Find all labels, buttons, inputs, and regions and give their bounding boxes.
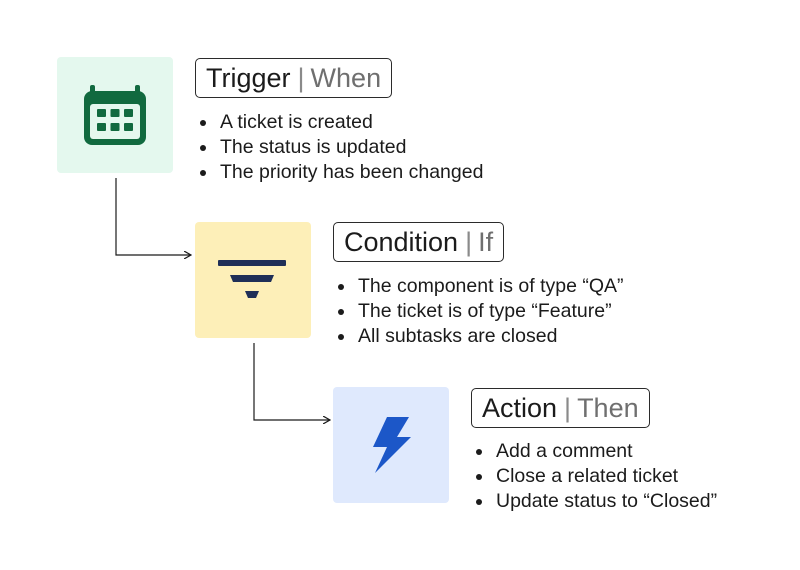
list-item: The status is updated (218, 135, 483, 160)
trigger-separator: | (297, 62, 305, 93)
condition-title: Condition (344, 226, 459, 257)
action-tile (333, 387, 449, 503)
condition-to-action-arrow (253, 343, 330, 420)
condition-subtitle: If (478, 226, 494, 257)
condition-item-list: The component is of type “QA” The ticket… (334, 274, 624, 349)
action-title-box: Action | Then (471, 388, 650, 428)
list-item: All subtasks are closed (356, 324, 624, 349)
list-item: The component is of type “QA” (356, 274, 624, 299)
trigger-title-box: Trigger | When (195, 58, 393, 98)
condition-title-box: Condition | If (333, 222, 505, 262)
calendar-icon (84, 85, 146, 145)
trigger-title: Trigger (206, 62, 291, 93)
list-item: The ticket is of type “Feature” (356, 299, 624, 324)
list-item: Close a related ticket (494, 464, 717, 489)
condition-separator: | (465, 226, 473, 257)
list-item: Add a comment (494, 439, 717, 464)
lightning-bolt-icon (373, 417, 411, 473)
filter-icon (218, 260, 286, 298)
trigger-item-list: A ticket is created The status is update… (196, 110, 483, 185)
list-item: The priority has been changed (218, 160, 483, 185)
trigger-subtitle: When (310, 62, 382, 93)
action-title: Action (482, 392, 558, 423)
action-separator: | (564, 392, 572, 423)
list-item: Update status to “Closed” (494, 489, 717, 514)
action-subtitle: Then (577, 392, 639, 423)
list-item: A ticket is created (218, 110, 483, 135)
action-item-list: Add a comment Close a related ticket Upd… (472, 439, 717, 514)
trigger-to-condition-arrow (115, 178, 191, 255)
trigger-tile (57, 57, 173, 173)
condition-tile (195, 222, 311, 338)
